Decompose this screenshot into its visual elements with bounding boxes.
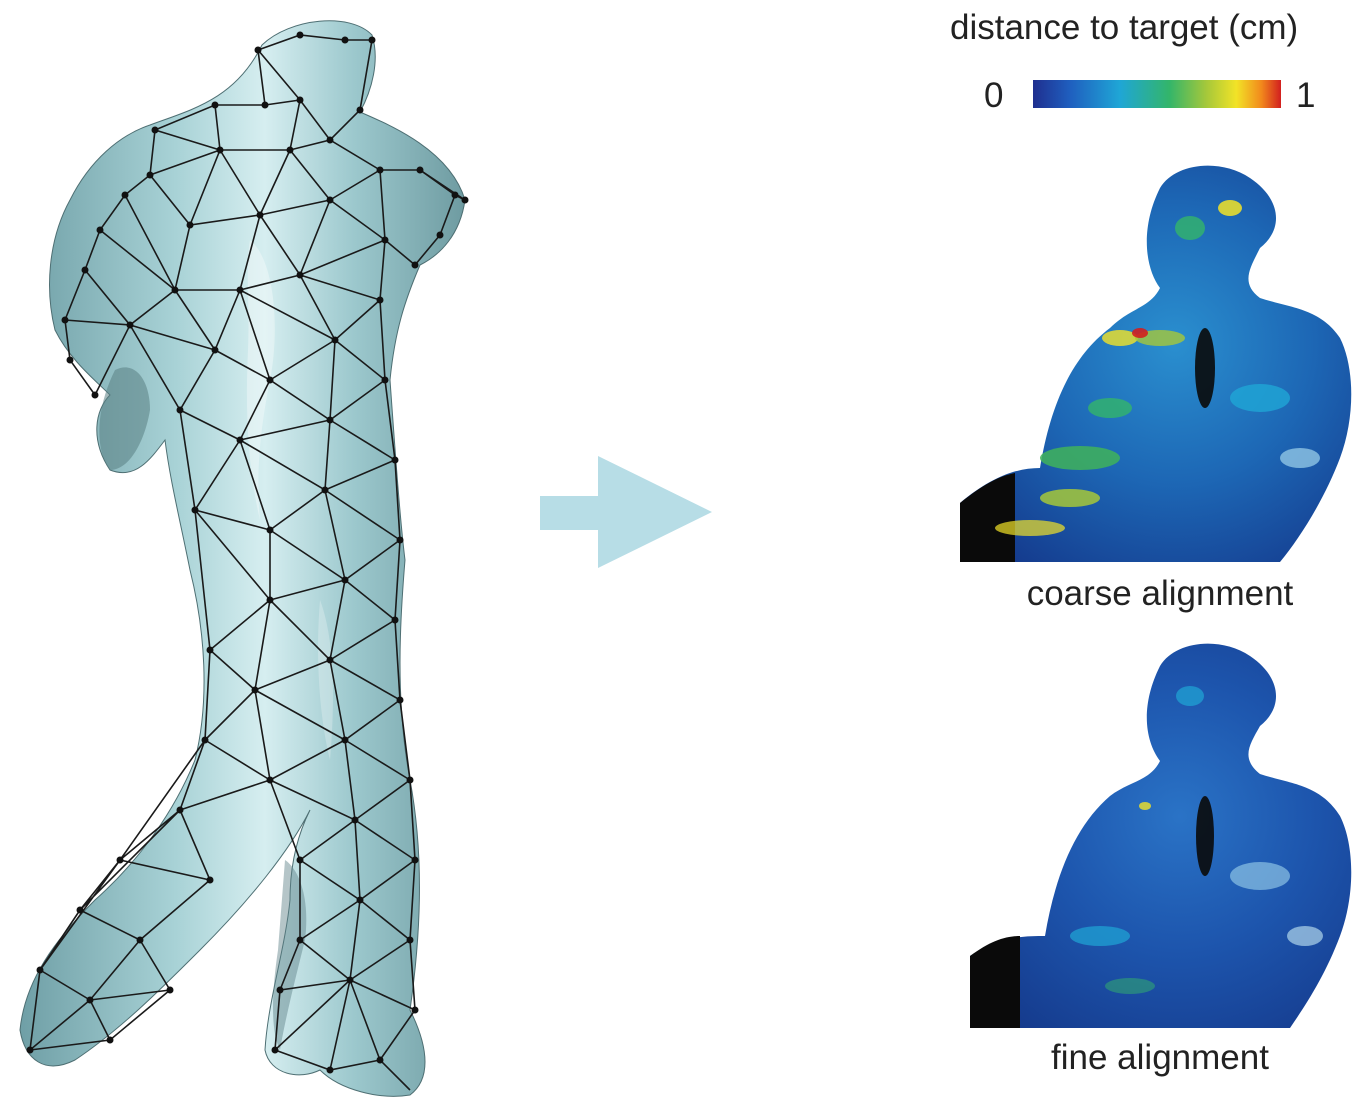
- fine-alignment-render: [960, 636, 1360, 1028]
- legend-max-label: 1: [1296, 76, 1315, 116]
- legend-title: distance to target (cm): [950, 8, 1360, 48]
- colorbar: [1033, 80, 1281, 108]
- fine-alignment-caption: fine alignment: [960, 1038, 1360, 1078]
- deformation-graph-mesh: [0, 0, 520, 1110]
- right-arrow-icon: [536, 452, 716, 572]
- legend-min-label: 0: [984, 76, 1003, 116]
- coarse-alignment-caption: coarse alignment: [960, 574, 1360, 614]
- coarse-alignment-render: [960, 158, 1360, 562]
- colorbar-gradient: [1033, 80, 1281, 108]
